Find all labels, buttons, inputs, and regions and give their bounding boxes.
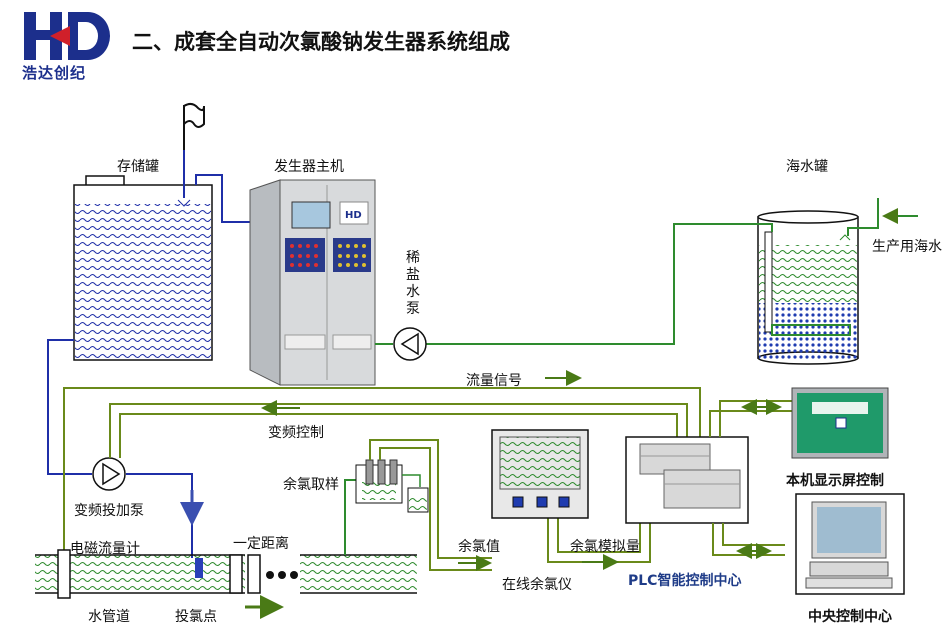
chlorine-sampling-label: 余氯取样 xyxy=(283,477,339,493)
online-analyzer xyxy=(491,429,589,519)
company-logo xyxy=(20,8,110,88)
svg-text:HD: HD xyxy=(345,210,362,221)
seawater-tank xyxy=(757,210,859,365)
sampling-pipe xyxy=(344,479,357,555)
analog-signal-line-2 xyxy=(557,518,641,553)
analog-residual-label: 余氯模拟量 xyxy=(570,539,640,555)
dosing-suction-pipe xyxy=(47,339,92,475)
tank-generator-pipe xyxy=(195,174,252,223)
vfd-dosing-pump-icon xyxy=(92,457,126,491)
flow-signal-label: 流量信号 xyxy=(466,373,522,389)
online-analyzer-label: 在线余氯仪 xyxy=(502,577,572,593)
local-display-screen xyxy=(791,387,889,459)
local-display-label: 本机显示屏控制 xyxy=(786,473,884,489)
flow-signal-line xyxy=(63,387,701,550)
residual-signal-line-2 xyxy=(379,447,492,571)
plc-center-label: PLC智能控制中心 xyxy=(628,573,742,589)
dosing-point-label: 投氯点 xyxy=(175,609,217,625)
vfd-control-label: 变频控制 xyxy=(268,425,324,441)
storage-tank xyxy=(73,150,213,361)
dilute-brine-pump-icon xyxy=(393,327,427,361)
storage-tank-label: 存储罐 xyxy=(117,159,159,175)
generator-cabinet: HD xyxy=(249,179,376,386)
logo-text: 浩达创纪 xyxy=(22,64,87,82)
central-control-computer xyxy=(795,493,905,595)
vfd-dosing-pump-label: 变频投加泵 xyxy=(74,503,144,519)
plc-central-line-2 xyxy=(722,523,785,546)
generator-main-label: 发生器主机 xyxy=(274,159,344,175)
seawater-tank-label: 海水罐 xyxy=(786,159,828,175)
dosing-discharge-pipe xyxy=(126,473,193,558)
central-control-label: 中央控制中心 xyxy=(808,609,892,625)
vent-flag xyxy=(183,102,205,150)
water-pipeline xyxy=(35,549,417,599)
seawater-inlet-pipe xyxy=(847,198,879,236)
em-flowmeter-label: 电磁流量计 xyxy=(70,541,140,557)
dilute-brine-pump-label: 稀盐水泵 xyxy=(406,250,420,317)
residual-signal-line xyxy=(369,439,492,559)
plc-display-line-2 xyxy=(709,410,792,437)
residual-value-label: 余氯值 xyxy=(458,539,500,555)
page-title: 二、成套全自动次氯酸钠发生器系统组成 xyxy=(132,30,510,54)
production-seawater-label: 生产用海水 xyxy=(872,239,942,255)
certain-distance-label: 一定距离 xyxy=(233,536,289,552)
vfd-control-line-2 xyxy=(119,413,678,458)
vfd-control-line-1 xyxy=(109,403,688,458)
brine-pipe xyxy=(426,223,773,345)
plc-center xyxy=(625,436,749,524)
chlorine-sampler xyxy=(355,459,429,513)
water-pipe-label: 水管道 xyxy=(88,609,130,625)
